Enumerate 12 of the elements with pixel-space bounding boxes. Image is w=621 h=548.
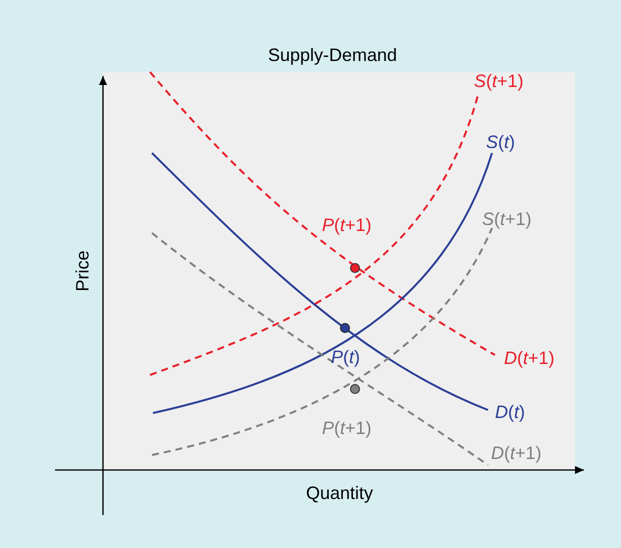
curve-label: D(t) bbox=[495, 403, 526, 421]
curve-label: S(t) bbox=[486, 133, 516, 151]
curve-label: D(t+1) bbox=[504, 349, 555, 367]
point-label: P(t+1) bbox=[322, 216, 372, 234]
point-label: P(t) bbox=[331, 348, 360, 366]
point-label: P(t+1) bbox=[322, 419, 372, 437]
axis-label: Price bbox=[74, 250, 92, 292]
axis-label: Quantity bbox=[306, 484, 374, 502]
curve-label: S(t+1) bbox=[482, 210, 532, 228]
chart-title: Supply-Demand bbox=[268, 46, 398, 64]
curve-label: D(t+1) bbox=[491, 444, 542, 462]
curve-label: S(t+1) bbox=[474, 72, 524, 90]
